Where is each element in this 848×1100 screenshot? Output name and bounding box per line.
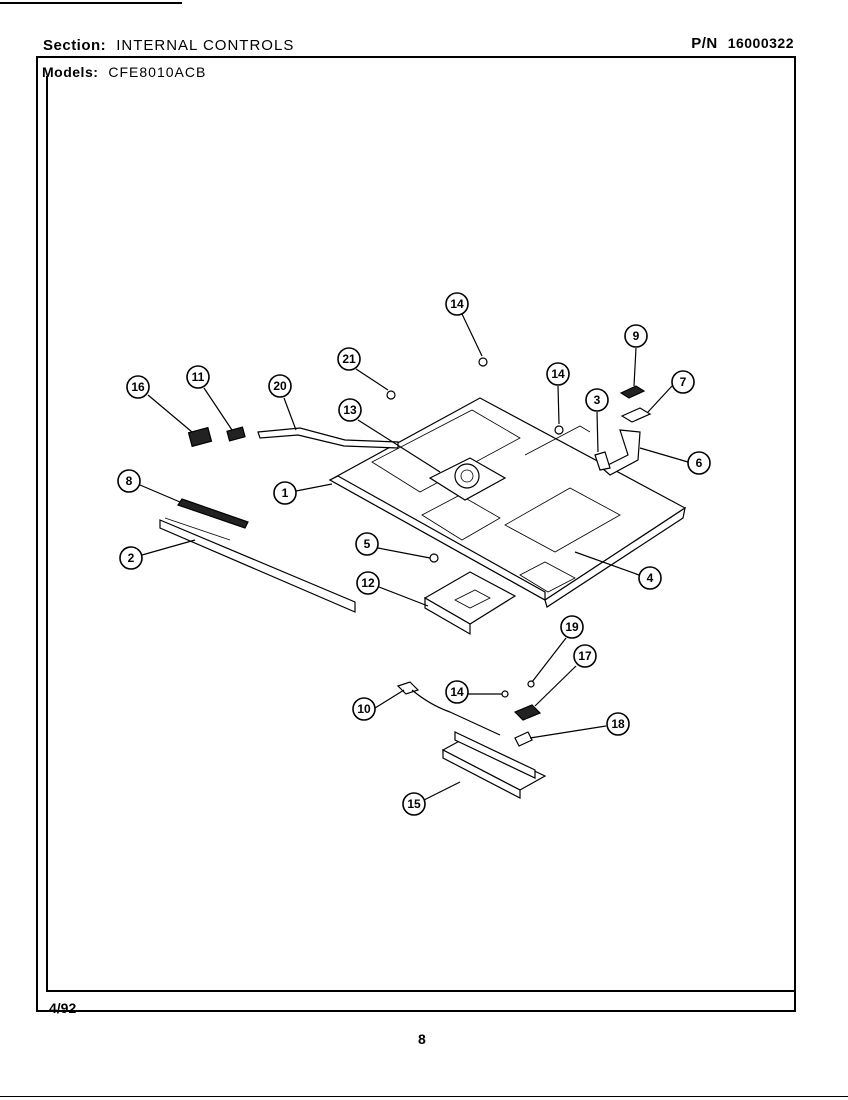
callout-label: 4 bbox=[647, 571, 654, 585]
callout-circle bbox=[585, 388, 609, 412]
callout-label: 1 bbox=[282, 486, 289, 500]
callout-label: 16 bbox=[131, 380, 145, 394]
callout-circle bbox=[337, 347, 361, 371]
knob-parts bbox=[187, 426, 246, 448]
callout-label: 21 bbox=[342, 352, 356, 366]
callout-label: 20 bbox=[273, 379, 287, 393]
callout-label: 11 bbox=[192, 370, 205, 384]
callout-label: 13 bbox=[343, 403, 357, 417]
screw-parts bbox=[386, 357, 564, 563]
callout-16: 16 bbox=[126, 375, 150, 399]
revision-date: 4/92 bbox=[49, 1000, 77, 1016]
callout-circle bbox=[638, 566, 662, 590]
top-rule bbox=[0, 2, 182, 4]
control-panel-part bbox=[328, 397, 687, 608]
callout-circle bbox=[126, 375, 150, 399]
callout-3: 3 bbox=[585, 388, 609, 412]
diagram-frame bbox=[36, 56, 796, 1012]
callout-circle bbox=[268, 374, 292, 398]
callout-label: 8 bbox=[126, 474, 133, 488]
callout-circle bbox=[671, 370, 695, 394]
callout-label: 15 bbox=[407, 797, 421, 811]
callout-label: 18 bbox=[611, 717, 625, 731]
page-number: 8 bbox=[418, 1031, 426, 1047]
models-header: Models: CFE8010ACB bbox=[42, 64, 206, 80]
callout-2: 2 bbox=[119, 546, 143, 570]
callout-14: 14 bbox=[445, 680, 469, 704]
pn-value: 16000322 bbox=[727, 35, 794, 51]
part-number-header: P/N 16000322 bbox=[691, 35, 794, 52]
frame-inner-left bbox=[46, 76, 48, 991]
bottom-rule bbox=[0, 1096, 848, 1097]
callout-circle bbox=[546, 362, 570, 386]
lower-assembly-parts bbox=[396, 680, 547, 799]
callout-circle bbox=[273, 481, 297, 505]
callout-11: 11 bbox=[186, 365, 210, 389]
callout-15: 15 bbox=[402, 792, 426, 816]
callout-circle bbox=[186, 365, 210, 389]
callout-6: 6 bbox=[687, 451, 711, 475]
callout-circle bbox=[352, 697, 376, 721]
pn-label: P/N bbox=[691, 35, 718, 52]
section-value: INTERNAL CONTROLS bbox=[116, 37, 295, 54]
leader-lines bbox=[139, 313, 689, 801]
callout-7: 7 bbox=[671, 370, 695, 394]
models-label: Models: bbox=[42, 64, 99, 80]
callout-circle bbox=[356, 571, 380, 595]
callout-label: 3 bbox=[594, 393, 601, 407]
callout-20: 20 bbox=[268, 374, 292, 398]
callout-label: 19 bbox=[565, 620, 579, 634]
callout-label: 6 bbox=[696, 456, 703, 470]
callout-circle bbox=[624, 324, 648, 348]
callout-21: 21 bbox=[337, 347, 361, 371]
callout-label: 9 bbox=[633, 329, 640, 343]
callout-circle bbox=[355, 532, 379, 556]
right-bracket-parts bbox=[594, 385, 652, 476]
callout-circle bbox=[338, 398, 362, 422]
callout-label: 12 bbox=[361, 576, 375, 590]
callout-13: 13 bbox=[338, 398, 362, 422]
callout-12: 12 bbox=[356, 571, 380, 595]
models-value: CFE8010ACB bbox=[108, 64, 207, 80]
callout-circle bbox=[687, 451, 711, 475]
callout-label: 10 bbox=[357, 702, 371, 716]
callout-14: 14 bbox=[445, 292, 469, 316]
callout-5: 5 bbox=[355, 532, 379, 556]
control-switch-part bbox=[428, 457, 507, 501]
rod-part bbox=[257, 427, 399, 449]
callout-label: 2 bbox=[128, 551, 135, 565]
callout-label: 5 bbox=[364, 537, 371, 551]
callout-14: 14 bbox=[546, 362, 570, 386]
callout-label: 14 bbox=[551, 367, 565, 381]
callout-circle bbox=[117, 469, 141, 493]
callout-circle bbox=[402, 792, 426, 816]
callout-label: 7 bbox=[680, 375, 687, 389]
callout-label: 17 bbox=[578, 649, 592, 663]
callout-label: 14 bbox=[450, 297, 464, 311]
callout-circle bbox=[445, 680, 469, 704]
callout-circle bbox=[606, 712, 630, 736]
callout-10: 10 bbox=[352, 697, 376, 721]
callout-9: 9 bbox=[624, 324, 648, 348]
callout-circle bbox=[119, 546, 143, 570]
callout-19: 19 bbox=[560, 615, 584, 639]
callout-circle bbox=[445, 292, 469, 316]
callout-8: 8 bbox=[117, 469, 141, 493]
callout-circle bbox=[560, 615, 584, 639]
bracket-part bbox=[423, 571, 517, 636]
frame-inner-bottom bbox=[46, 990, 796, 992]
callout-18: 18 bbox=[606, 712, 630, 736]
callout-circle bbox=[573, 644, 597, 668]
rail-parts bbox=[159, 498, 356, 613]
callout-17: 17 bbox=[573, 644, 597, 668]
callout-4: 4 bbox=[638, 566, 662, 590]
section-label: Section: bbox=[43, 37, 107, 54]
callout-1: 1 bbox=[273, 481, 297, 505]
section-header: Section: INTERNAL CONTROLS bbox=[43, 37, 294, 54]
callout-label: 14 bbox=[450, 685, 464, 699]
